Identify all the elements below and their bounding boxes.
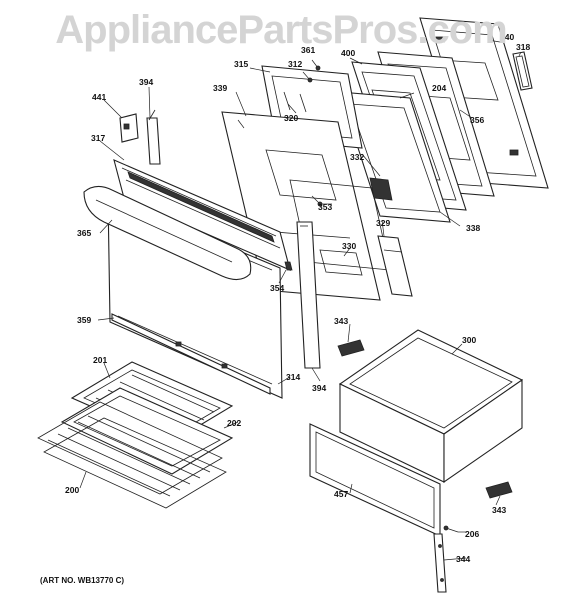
part-312-screw: [302, 71, 313, 83]
label-359: 359: [77, 315, 91, 325]
label-343-left: 343: [334, 316, 348, 326]
label-340: 340: [500, 32, 514, 42]
label-312: 312: [288, 59, 302, 69]
part-300-storage-drawer: [338, 329, 524, 484]
part-206-screw: [443, 525, 459, 533]
part-329-hinge: [369, 177, 413, 297]
label-394-top: 394: [139, 77, 153, 87]
label-400: 400: [341, 48, 355, 58]
part-labels: 318 340 361 400 312 315 394 441 339 204 …: [65, 32, 530, 564]
label-344: 344: [456, 554, 470, 564]
label-315: 315: [234, 59, 248, 69]
label-204: 204: [432, 83, 446, 93]
leader-lines: [79, 39, 522, 561]
part-200-oven-rack: [37, 401, 227, 509]
part-343-glide-right: [485, 481, 513, 499]
label-457: 457: [334, 489, 348, 499]
label-343-right: 343: [492, 505, 506, 515]
label-320: 320: [284, 113, 298, 123]
part-361-screw: [311, 59, 321, 71]
part-202-broiler-pan: [60, 387, 234, 475]
part-317-vent-trim: [113, 159, 291, 271]
label-330: 330: [342, 241, 356, 251]
part-365-door-handle: [83, 185, 252, 281]
art-number-caption: (ART NO. WB13770 C): [40, 576, 125, 585]
label-356: 356: [470, 115, 484, 125]
part-354-clip: [284, 261, 293, 271]
label-318: 318: [516, 42, 530, 52]
label-353: 353: [318, 202, 332, 212]
label-300: 300: [462, 335, 476, 345]
part-344-drawer-rail: [433, 533, 447, 593]
label-441: 441: [92, 92, 106, 102]
label-339: 339: [213, 83, 227, 93]
part-394-hinge-bracket-bottom: [296, 221, 321, 369]
label-201: 201: [93, 355, 107, 365]
part-394-hinge-bracket-top: [146, 109, 161, 165]
label-354: 354: [270, 283, 284, 293]
label-202: 202: [227, 418, 241, 428]
label-206: 206: [465, 529, 479, 539]
label-200: 200: [65, 485, 79, 495]
label-365: 365: [77, 228, 91, 238]
part-441-bracket: [119, 113, 139, 143]
label-394-bottom: 394: [312, 383, 326, 393]
label-314: 314: [286, 372, 300, 382]
label-361: 361: [301, 45, 315, 55]
label-338: 338: [466, 223, 480, 233]
label-329: 329: [376, 218, 390, 228]
part-343-glide-left: [337, 339, 365, 357]
label-317: 317: [91, 133, 105, 143]
label-332: 332: [350, 152, 364, 162]
